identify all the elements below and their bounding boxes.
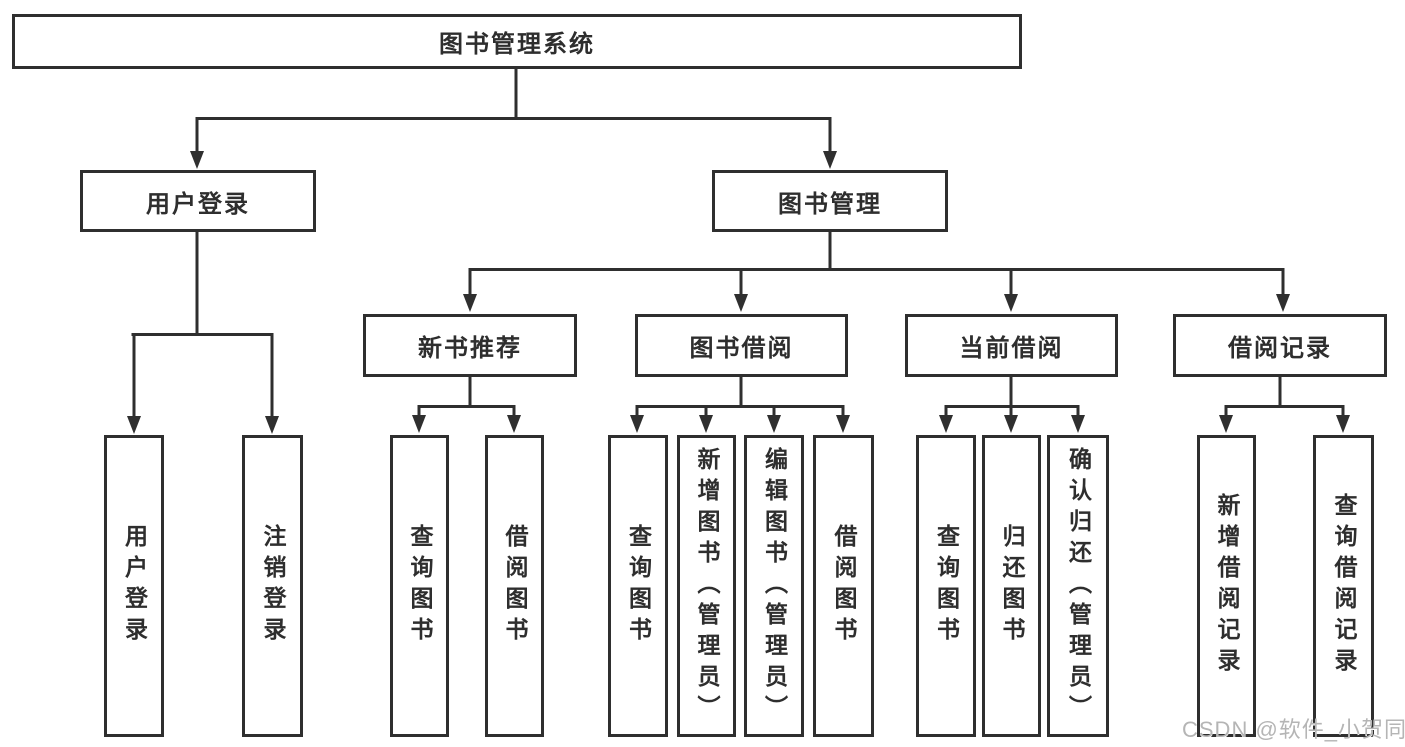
leaf-query-books-current: 查询图书 <box>916 435 976 737</box>
node-borrow-records: 借阅记录 <box>1173 314 1387 377</box>
leaf-user-login: 用户登录 <box>104 435 164 737</box>
leaf-logout: 注销登录 <box>242 435 303 737</box>
node-current-borrow: 当前借阅 <box>905 314 1118 377</box>
leaf-edit-book-admin: 编辑图书（管理员） <box>744 435 804 737</box>
node-library-system: 图书管理系统 <box>12 14 1022 69</box>
leaf-add-book-admin: 新增图书（管理员） <box>677 435 736 737</box>
node-book-borrow: 图书借阅 <box>635 314 848 377</box>
leaf-borrow-books: 借阅图书 <box>813 435 874 737</box>
leaf-query-books-borrow: 查询图书 <box>608 435 668 737</box>
leaf-add-borrow-record: 新增借阅记录 <box>1197 435 1256 737</box>
leaf-confirm-return-admin: 确认归还（管理员） <box>1047 435 1109 737</box>
csdn-watermark: CSDN @软件_小贺同学 <box>1182 717 1405 742</box>
arrowhead-icons <box>127 151 1350 434</box>
node-new-book-recommend: 新书推荐 <box>363 314 577 377</box>
node-user-login: 用户登录 <box>80 170 316 232</box>
leaf-query-borrow-record: 查询借阅记录 <box>1313 435 1374 737</box>
leaf-borrow-books-recommend: 借阅图书 <box>485 435 544 737</box>
node-book-management: 图书管理 <box>712 170 948 232</box>
leaf-return-book: 归还图书 <box>982 435 1041 737</box>
leaf-query-books-recommend: 查询图书 <box>390 435 449 737</box>
